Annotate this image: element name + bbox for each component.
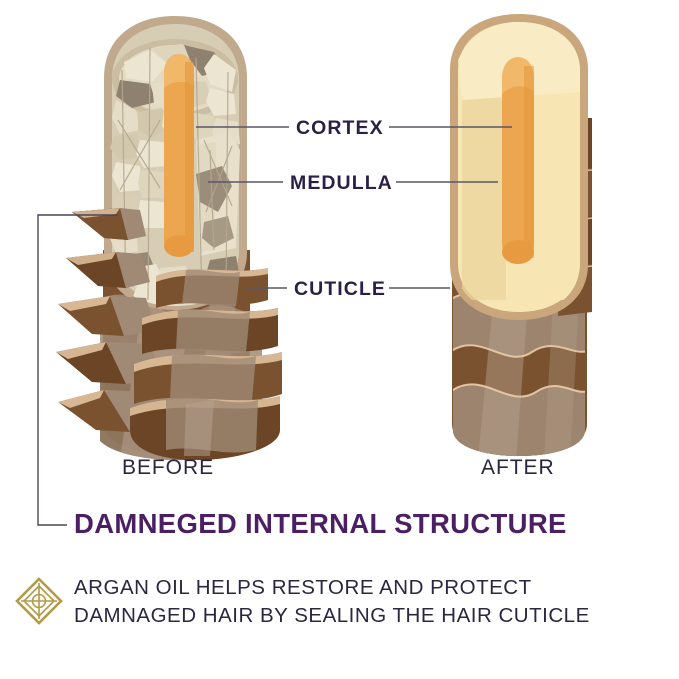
- benefit-line-1: ARGAN OIL HELPS RESTORE AND PROTECT: [74, 576, 532, 599]
- label-medulla: MEDULLA: [290, 172, 393, 194]
- benefit-line-2: DAMNAGED HAIR BY SEALING THE HAIR CUTICL…: [74, 604, 590, 627]
- after-cortex-core: [450, 14, 588, 320]
- caption-after: AFTER: [481, 456, 555, 479]
- label-cortex: CORTEX: [296, 117, 384, 139]
- label-leader-lines: [196, 126, 512, 289]
- headline: DAMNEGED INTERNAL STRUCTURE: [74, 508, 567, 539]
- diamond-ornament-icon: [15, 577, 63, 625]
- caption-before: BEFORE: [122, 456, 215, 479]
- before-lifted-cuticle-scales: [56, 208, 282, 460]
- before-medulla: [164, 54, 194, 257]
- after-hair-shaft: [450, 14, 593, 456]
- before-hair-shaft: [56, 16, 282, 460]
- damage-callout-bracket: [37, 214, 118, 526]
- label-cuticle: CUTICLE: [294, 278, 387, 300]
- after-medulla: [502, 57, 534, 264]
